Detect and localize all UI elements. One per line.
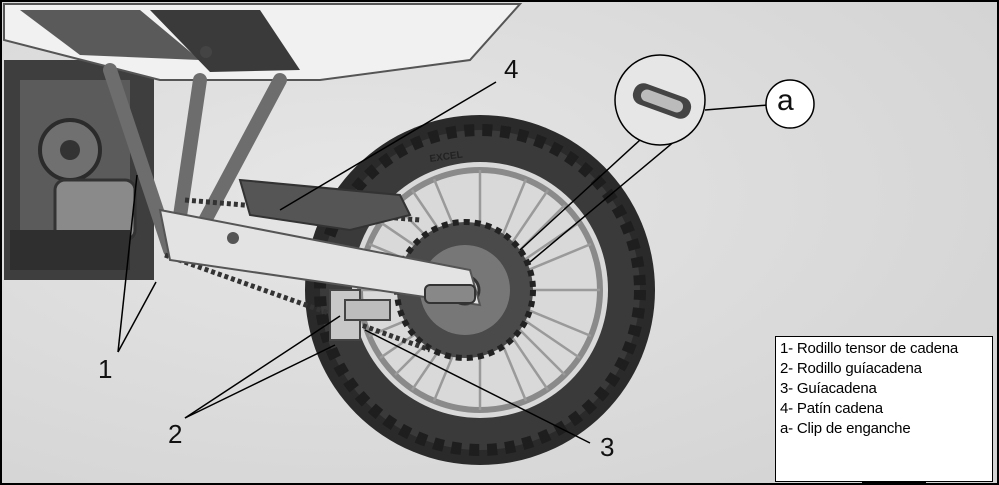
legend-box: 1- Rodillo tensor de cadena 2- Rodillo g…	[775, 336, 993, 482]
legend-item: a- Clip de enganche	[780, 420, 911, 437]
legend-item: 2- Rodillo guíacadena	[780, 360, 922, 377]
clip-detail-circle	[519, 54, 769, 263]
legend-item: 1- Rodillo tensor de cadena	[780, 340, 959, 357]
callout-4: 4	[504, 54, 519, 84]
legend-item: 3- Guíacadena	[780, 380, 877, 397]
chain-guide	[329, 289, 391, 341]
swingarm	[158, 178, 482, 307]
callout-3: 3	[600, 432, 615, 462]
legend-item: 4- Patín cadena	[780, 400, 883, 417]
side-panel	[3, 3, 523, 81]
engine-block	[4, 60, 154, 280]
callout-a: a	[777, 84, 794, 117]
callout-1: 1	[98, 354, 113, 384]
callout-2: 2	[168, 419, 183, 449]
leader-lines	[117, 79, 815, 444]
tire-brand-label: EXCEL	[429, 149, 464, 165]
